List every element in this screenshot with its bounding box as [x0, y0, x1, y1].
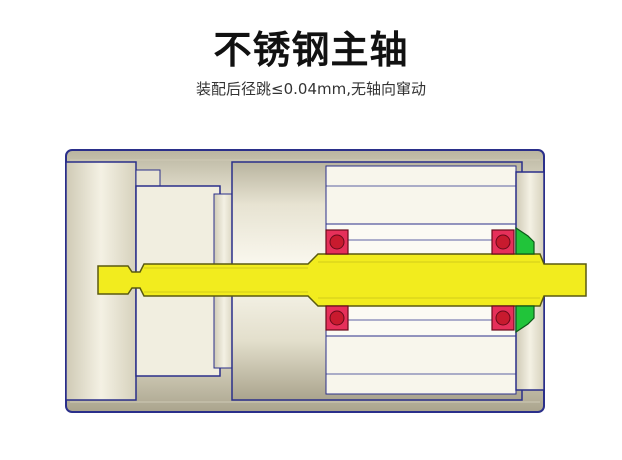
page-title: 不锈钢主轴 [213, 28, 409, 72]
shaft-seal-bottom [515, 305, 535, 334]
spindle-shaft [97, 253, 587, 307]
bearing-left-bottom [325, 305, 349, 331]
bearing-left-top [325, 229, 349, 255]
stainless-steel-spindle [97, 253, 587, 307]
page-subtitle: 装配后径跳≤0.04mm,无轴向窜动 [196, 80, 426, 98]
bearing-right-top [491, 229, 515, 255]
bearing-right-bottom [491, 305, 515, 331]
shaft-seal-top [515, 226, 535, 255]
